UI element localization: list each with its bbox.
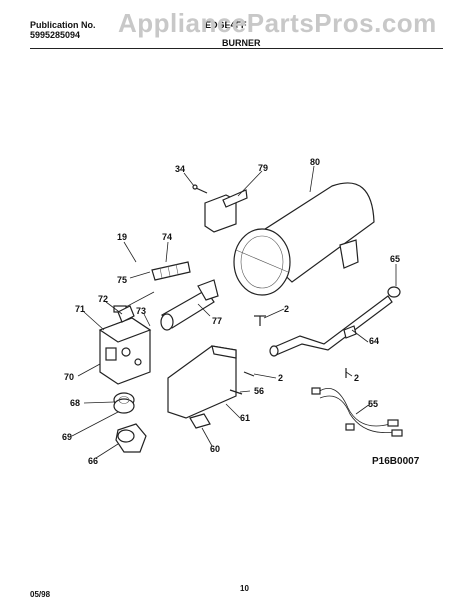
callout-80: 80 — [310, 157, 320, 167]
callout-75: 75 — [117, 275, 127, 285]
callout-65: 65 — [390, 254, 400, 264]
callout-74: 74 — [162, 232, 172, 242]
elbow-part[interactable] — [115, 423, 147, 453]
footer-page-number: 10 — [240, 584, 249, 593]
callout-70: 70 — [64, 372, 74, 382]
callout-64: 64 — [369, 336, 379, 346]
gas-tube-part[interactable] — [269, 286, 401, 357]
burner-tube-part[interactable] — [233, 182, 375, 296]
callout-77: 77 — [212, 316, 222, 326]
callout-73: 73 — [136, 306, 146, 316]
callout-68: 68 — [70, 398, 80, 408]
callout-79: 79 — [258, 163, 268, 173]
callout-55: 55 — [368, 399, 378, 409]
header-rule — [30, 48, 443, 49]
footer-date: 05/98 — [30, 590, 51, 599]
callout-2c: 2 — [354, 373, 359, 383]
callout-2b: 2 — [278, 373, 283, 383]
bracket-part[interactable] — [204, 189, 248, 233]
callout-72: 72 — [98, 294, 108, 304]
watermark: AppliancePartsPros.com — [118, 8, 437, 38]
callout-19: 19 — [117, 232, 127, 242]
fitting-part[interactable] — [113, 392, 135, 414]
publication-label: Publication No. — [30, 20, 96, 30]
callout-56: 56 — [254, 386, 264, 396]
gas-valve-part[interactable] — [98, 305, 152, 385]
callout-66: 66 — [88, 456, 98, 466]
callout-2a: 2 — [284, 304, 289, 314]
screw-part[interactable] — [229, 315, 347, 395]
callout-69: 69 — [62, 432, 72, 442]
screw-part[interactable] — [192, 184, 208, 194]
section-title: BURNER — [222, 38, 261, 48]
figure-code: P16B0007 — [372, 456, 420, 467]
block-part[interactable] — [189, 413, 211, 429]
callout-34: 34 — [175, 164, 185, 174]
callout-60: 60 — [210, 444, 220, 454]
wire-harness-part[interactable] — [311, 387, 403, 437]
model-number: EDGE4FF — [205, 20, 247, 30]
leader-lines — [71, 165, 397, 459]
publication-number: 5995285094 — [30, 30, 81, 40]
mounting-plate-part[interactable] — [167, 345, 237, 419]
callout-labels: 34 79 80 19 74 75 65 71 72 73 2 77 64 70… — [62, 157, 400, 466]
callout-71: 71 — [75, 304, 85, 314]
igniter-part[interactable] — [113, 261, 191, 313]
burner-nozzle-part[interactable] — [160, 279, 219, 331]
callout-61: 61 — [240, 413, 250, 423]
